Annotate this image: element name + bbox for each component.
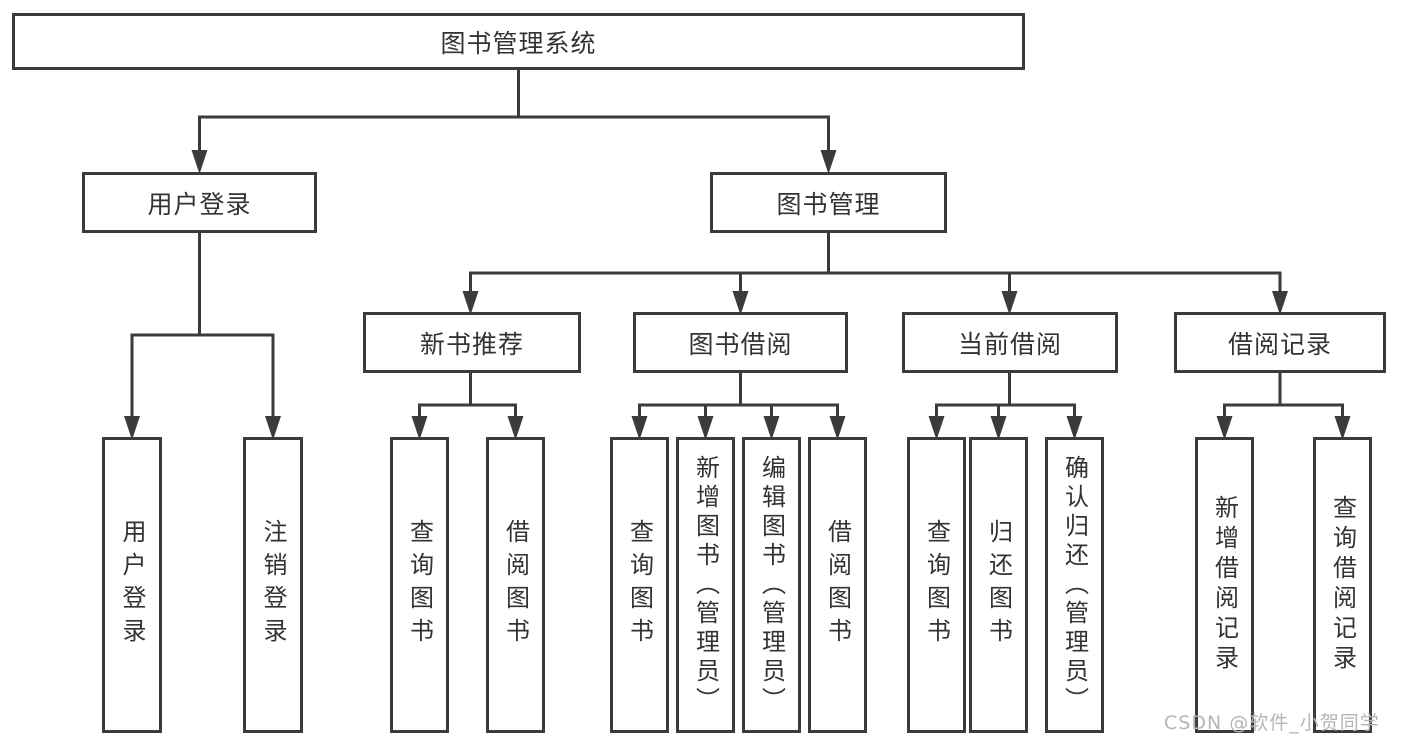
leaf-confirm-return-admin-label: 确认归还（管理员） bbox=[1060, 454, 1089, 716]
leaf-edit-books-admin-label: 编辑图书（管理员） bbox=[757, 454, 786, 716]
leaf-query-borrow-record: 查询借阅记录 bbox=[1313, 437, 1372, 733]
connector-book-borrowing bbox=[631, 371, 846, 440]
node-borrowing-records: 借阅记录 bbox=[1174, 312, 1386, 373]
leaf-borrow-books-borrowing-label: 借阅图书 bbox=[823, 519, 852, 651]
leaf-add-borrow-record-label: 新增借阅记录 bbox=[1210, 495, 1239, 675]
leaf-query-books-current: 查询图书 bbox=[907, 437, 966, 733]
node-book-management: 图书管理 bbox=[710, 172, 947, 233]
connector-borrowing-records bbox=[1216, 371, 1351, 440]
leaf-query-books-borrowing-label: 查询图书 bbox=[625, 519, 654, 651]
leaf-return-books-label: 归还图书 bbox=[984, 519, 1013, 651]
leaf-logout-label: 注销登录 bbox=[259, 519, 287, 651]
connector-book-management bbox=[462, 231, 1288, 315]
leaf-query-books-current-label: 查询图书 bbox=[922, 519, 951, 651]
connector-user-login bbox=[124, 231, 281, 440]
connector-new-book-recommendation bbox=[411, 371, 524, 440]
leaf-edit-books-admin: 编辑图书（管理员） bbox=[742, 437, 801, 733]
connector-root bbox=[191, 68, 837, 174]
leaf-query-books-recommend-label: 查询图书 bbox=[405, 519, 434, 651]
leaf-query-books-recommend: 查询图书 bbox=[390, 437, 449, 733]
watermark-csdn: CSDN @软件_小贺同学 bbox=[1164, 712, 1380, 734]
leaf-add-books-admin: 新增图书（管理员） bbox=[676, 437, 735, 733]
leaf-user-login: 用户登录 bbox=[102, 437, 162, 733]
leaf-user-login-label: 用户登录 bbox=[118, 519, 146, 651]
leaf-add-borrow-record: 新增借阅记录 bbox=[1195, 437, 1254, 733]
leaf-confirm-return-admin: 确认归还（管理员） bbox=[1045, 437, 1104, 733]
leaf-add-books-admin-label: 新增图书（管理员） bbox=[691, 454, 720, 716]
leaf-query-borrow-record-label: 查询借阅记录 bbox=[1328, 495, 1357, 675]
leaf-query-books-borrowing: 查询图书 bbox=[610, 437, 669, 733]
node-new-book-recommendation: 新书推荐 bbox=[363, 312, 581, 373]
leaf-return-books: 归还图书 bbox=[969, 437, 1028, 733]
node-current-borrowing: 当前借阅 bbox=[902, 312, 1118, 373]
node-book-borrowing: 图书借阅 bbox=[633, 312, 848, 373]
node-user-login: 用户登录 bbox=[82, 172, 317, 233]
node-library-management-system: 图书管理系统 bbox=[12, 13, 1025, 70]
leaf-borrow-books-borrowing: 借阅图书 bbox=[808, 437, 867, 733]
leaf-logout: 注销登录 bbox=[243, 437, 303, 733]
leaf-borrow-books-recommend-label: 借阅图书 bbox=[501, 519, 530, 651]
leaf-borrow-books-recommend: 借阅图书 bbox=[486, 437, 545, 733]
connector-current-borrowing bbox=[928, 371, 1083, 440]
